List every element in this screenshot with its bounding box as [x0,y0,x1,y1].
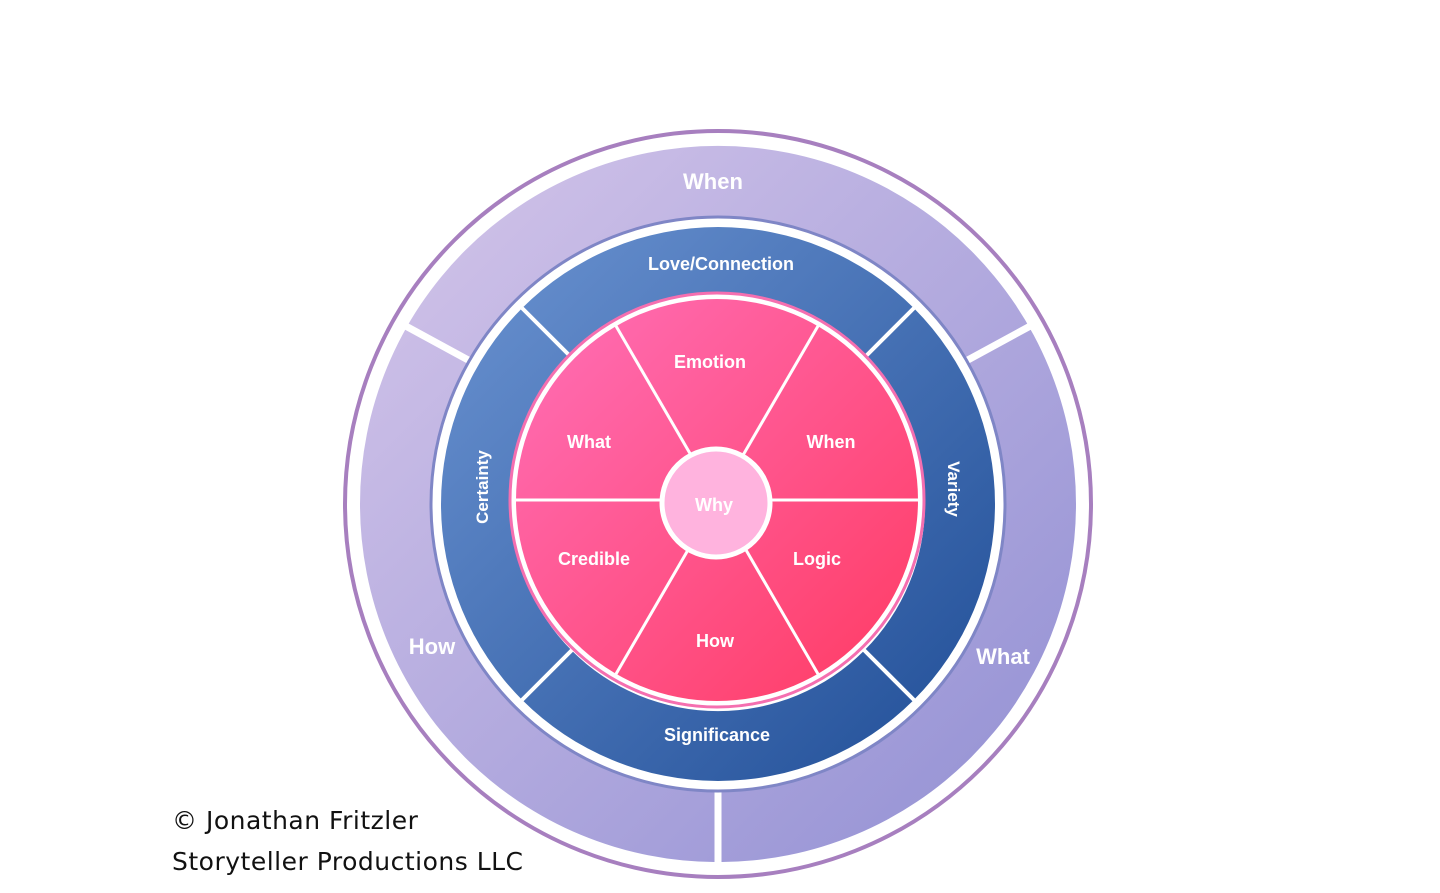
center-circle [659,446,773,560]
middle-label-variety: Variety [944,461,963,517]
middle-label-significance: Significance [664,725,770,745]
middle-label-love-connection: Love/Connection [648,254,794,274]
inner-label-what: What [567,432,611,452]
middle-label-certainty: Certainty [473,450,492,524]
outer-label-what: What [976,644,1030,669]
copyright-notice: © Jonathan Fritzler Storyteller Producti… [172,800,524,882]
inner-label-emotion: Emotion [674,352,746,372]
inner-label-logic: Logic [793,549,841,569]
middle-ring-separators [520,306,916,702]
inner-label-how: How [696,631,735,651]
copyright-line-author: © Jonathan Fritzler [172,806,419,835]
outer-label-how: How [409,634,456,659]
copyright-line-company: Storyteller Productions LLC [172,847,524,876]
outer-label-when: When [683,169,743,194]
outer-ring-separators [400,320,1036,866]
inner-label-when: When [807,432,856,452]
center-label-why: Why [695,495,733,515]
inner-label-credible: Credible [558,549,630,569]
